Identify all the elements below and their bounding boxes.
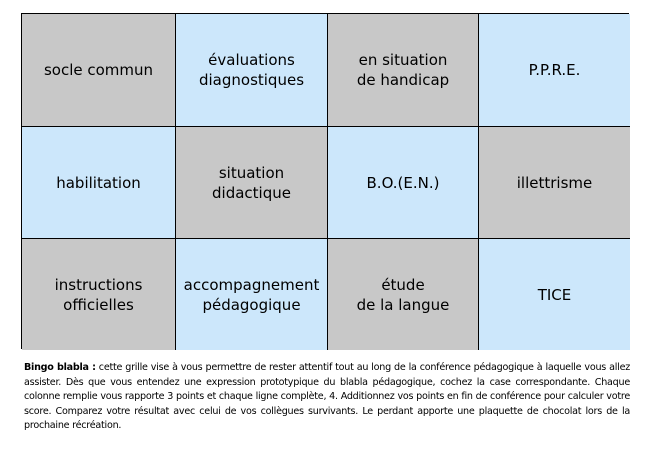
rules-text: cette grille vise à vous permettre de re… (24, 362, 631, 431)
bingo-cell-bo-en[interactable]: B.O.(E.N.) (328, 127, 479, 239)
bingo-cell-accompagnement-pedagogique[interactable]: accompagnement pédagogique (176, 239, 328, 350)
rules-lead: Bingo blabla : (24, 362, 96, 373)
bingo-cell-socle-commun[interactable]: socle commun (22, 14, 176, 127)
rules-paragraph: Bingo blabla : cette grille vise à vous … (24, 361, 630, 434)
bingo-cell-evaluations-diagnostiques[interactable]: évaluations diagnostiques (176, 14, 328, 127)
bingo-cell-situation-didactique[interactable]: situation didactique (176, 127, 328, 239)
bingo-cell-en-situation-de-handicap[interactable]: en situation de handicap (328, 14, 479, 127)
bingo-cell-ppre[interactable]: P.P.R.E. (479, 14, 630, 127)
bingo-cell-habilitation[interactable]: habilitation (22, 127, 176, 239)
bingo-cell-etude-de-la-langue[interactable]: étude de la langue (328, 239, 479, 350)
bingo-grid: socle commun évaluations diagnostiques e… (21, 13, 630, 350)
bingo-cell-tice[interactable]: TICE (479, 239, 630, 350)
bingo-cell-instructions-officielles[interactable]: instructions officielles (22, 239, 176, 350)
bingo-cell-illettrisme[interactable]: illettrisme (479, 127, 630, 239)
